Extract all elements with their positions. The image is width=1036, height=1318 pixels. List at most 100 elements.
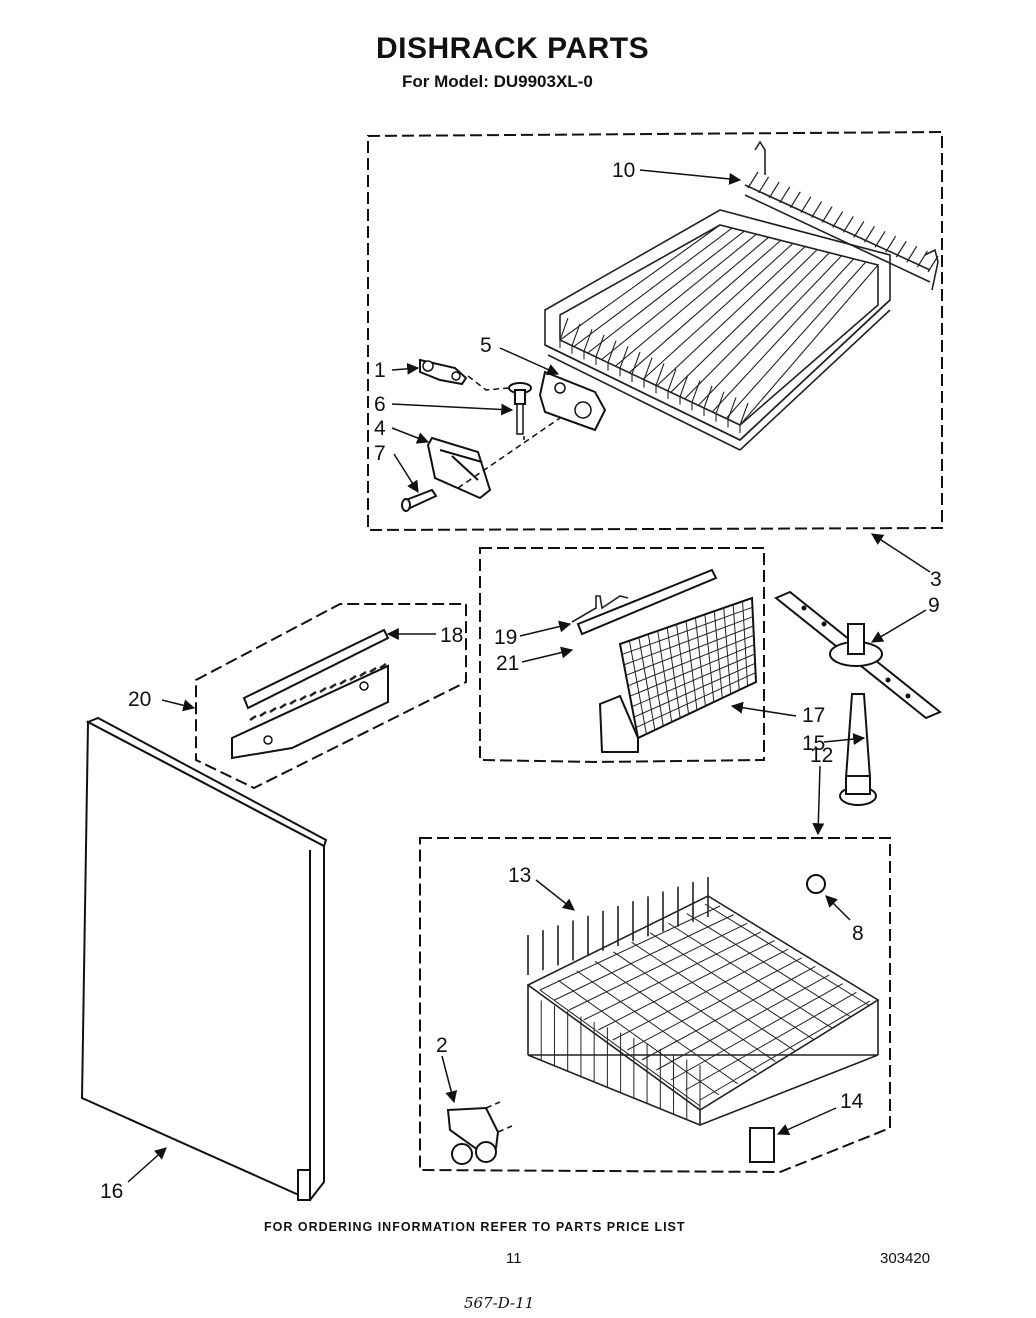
wire-detail [628, 239, 782, 374]
rack-adjuster-housing [538, 370, 607, 432]
wire-detail [906, 245, 918, 263]
rack-bumper [806, 874, 826, 894]
wire-detail [927, 255, 939, 273]
wire-detail [704, 614, 715, 703]
callout-5: 5 [480, 334, 492, 357]
wire-detail [583, 329, 593, 352]
door-panel [80, 716, 328, 1202]
wire-detail [758, 176, 770, 194]
wire-detail [613, 951, 776, 1062]
upper-dishrack [544, 209, 891, 451]
callout-2: 2 [436, 1034, 448, 1057]
callout-20: 20 [128, 688, 151, 711]
wire-detail [670, 249, 818, 393]
wire-detail [853, 221, 865, 238]
wire-detail [559, 224, 721, 341]
mounting-screw [401, 488, 438, 512]
wire-detail [684, 252, 830, 400]
wire-detail [649, 932, 814, 1040]
rack-track-end-cap [231, 662, 389, 760]
wire-detail [597, 940, 775, 1031]
wire-detail [668, 922, 833, 1029]
callout-10: 10 [612, 159, 635, 182]
wire-detail [704, 903, 871, 1007]
rack-roller-stud [508, 382, 532, 435]
wire-detail [631, 351, 641, 375]
page-title: DISHRACK PARTS [376, 32, 650, 65]
wire-detail [657, 630, 673, 723]
wire-detail [615, 236, 769, 367]
wire-detail [842, 216, 854, 233]
wire-detail [800, 196, 812, 214]
callout-12: 12 [810, 744, 833, 767]
wire-detail [656, 974, 830, 1071]
wire-detail [874, 230, 886, 248]
document-number: 303420 [880, 1250, 931, 1267]
wire-detail [539, 905, 721, 991]
callout-7: 7 [374, 442, 386, 465]
wire-detail [676, 624, 690, 715]
wire-detail [249, 714, 257, 722]
wire-detail [269, 706, 277, 714]
wire-detail [583, 931, 762, 1021]
wire-detail [821, 206, 833, 223]
wire-detail [576, 970, 739, 1085]
wire-detail [703, 385, 713, 409]
wire-detail [739, 264, 879, 426]
callout-3: 3 [930, 568, 942, 591]
wire-detail [607, 340, 617, 363]
wire-detail [625, 625, 754, 676]
callout-8: 8 [852, 922, 864, 945]
wire-detail [916, 250, 928, 268]
wire-detail [723, 607, 732, 695]
lower-dishrack [526, 877, 880, 1126]
callout-19: 19 [494, 626, 517, 649]
wire-detail [747, 171, 759, 189]
rack-adjuster-clip [419, 358, 468, 386]
wire-detail [863, 226, 875, 243]
wire-detail [339, 678, 347, 686]
wire-detail [685, 620, 698, 711]
wire-detail [641, 966, 816, 1061]
wire-detail [379, 662, 387, 670]
callout-1: 1 [374, 359, 386, 382]
wire-detail [698, 255, 842, 406]
wire-detail [699, 1000, 871, 1101]
wire-detail [279, 702, 287, 710]
wire-detail [329, 682, 337, 690]
model-subtitle: For Model: DU9903XL-0 [402, 72, 593, 91]
wire-detail [679, 374, 689, 397]
basket-group-box [479, 547, 765, 764]
wire-detail [727, 397, 737, 420]
wire-detail [895, 240, 907, 258]
wire-detail [885, 235, 897, 253]
basket-hook [571, 595, 629, 623]
wire-detail [554, 914, 734, 1001]
wire-detail [571, 323, 581, 346]
rack-wheel-assembly [446, 1101, 513, 1165]
wire-detail [694, 617, 706, 707]
wire-detail [715, 391, 725, 414]
wire-detail [779, 186, 791, 204]
wire-detail [612, 948, 789, 1041]
wire-detail [739, 402, 749, 426]
callout-14: 14 [840, 1090, 864, 1113]
wire-detail [631, 941, 795, 1051]
wire-detail [811, 201, 823, 218]
wire-detail [742, 601, 749, 687]
wire-detail [643, 357, 653, 380]
wire-detail [558, 980, 720, 1096]
track-group-box [195, 603, 467, 790]
wire-detail [559, 317, 569, 341]
upper-rack-group-box [367, 130, 943, 532]
lower-spray-arm [774, 590, 942, 720]
wire-detail [685, 991, 857, 1091]
wire-detail [631, 653, 755, 708]
wire-detail [623, 616, 754, 666]
wire-detail [638, 637, 656, 731]
wire-detail [667, 368, 677, 392]
lower-rack-group-box [419, 837, 891, 1174]
callout-9: 9 [928, 594, 940, 617]
wire-detail [587, 230, 745, 354]
wire-detail [656, 246, 806, 387]
